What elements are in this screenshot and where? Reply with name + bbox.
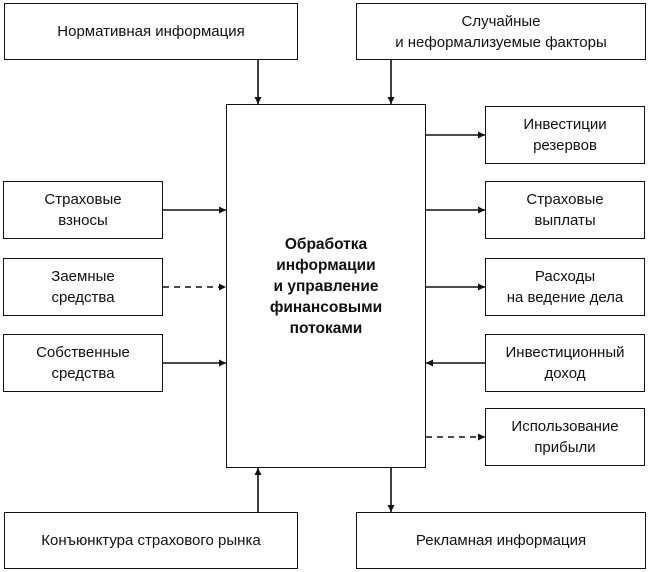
investment-income-line-1: Инвестиционный <box>505 344 625 361</box>
random-factors-line-1: Случайные <box>461 12 541 30</box>
reserve-investment-line-2: резервов <box>533 137 597 154</box>
random-factors-line-2: и неформализуемые факторы <box>395 33 607 51</box>
insurance-premiums-line-1: Страховые <box>44 191 122 208</box>
market-conditions-box: Конъюнктура страхового рынка <box>4 512 298 569</box>
profit-use-line-1: Использование <box>511 418 619 435</box>
borrowed-funds-line-1: Заемные <box>51 268 115 285</box>
borrowed-funds-line-2: средства <box>51 289 115 306</box>
insurance-payments-line-2: выплаты <box>534 212 596 229</box>
own-funds-line-2: средства <box>51 365 115 382</box>
insurance-payments-box: Страховые выплаты <box>485 181 645 239</box>
profit-use-box: Использование прибыли <box>485 408 645 466</box>
normative-info-box: Нормативная информация <box>4 3 298 60</box>
borrowed-funds-box: Заемные средства <box>3 258 163 316</box>
advertising-info-box: Рекламная информация <box>356 512 646 569</box>
center-line-5: потоками <box>289 319 363 337</box>
reserve-investment-box: Инвестиции резервов <box>485 106 645 164</box>
investment-income-line-2: доход <box>544 365 586 382</box>
center-line-1: Обработка <box>284 235 368 253</box>
advertising-info-label: Рекламная информация <box>415 532 587 549</box>
insurance-payments-line-1: Страховые <box>526 191 604 208</box>
insurance-premiums-box: Страховые взносы <box>3 181 163 239</box>
center-process-box: Обработка информации и управление финанс… <box>226 104 426 468</box>
random-factors-box: Случайные и неформализуемые факторы <box>356 3 646 60</box>
center-process-label: Обработка информации и управление финанс… <box>270 234 382 339</box>
business-expenses-box: Расходы на ведение дела <box>485 258 645 316</box>
reserve-investment-line-1: Инвестиции <box>523 116 607 133</box>
business-expenses-line-1: Расходы <box>534 268 596 285</box>
center-line-2: информации <box>276 256 376 274</box>
center-line-4: финансовыми <box>269 298 383 316</box>
normative-info-label: Нормативная информация <box>57 23 245 40</box>
own-funds-line-1: Собственные <box>36 344 130 361</box>
business-expenses-line-2: на ведение дела <box>506 289 624 306</box>
insurance-premiums-line-2: взносы <box>58 212 108 229</box>
own-funds-box: Собственные средства <box>3 334 163 392</box>
center-line-3: и управление <box>273 277 379 295</box>
profit-use-line-2: прибыли <box>534 439 596 456</box>
investment-income-box: Инвестиционный доход <box>485 334 645 392</box>
market-conditions-label: Конъюнктура страхового рынка <box>41 532 261 549</box>
